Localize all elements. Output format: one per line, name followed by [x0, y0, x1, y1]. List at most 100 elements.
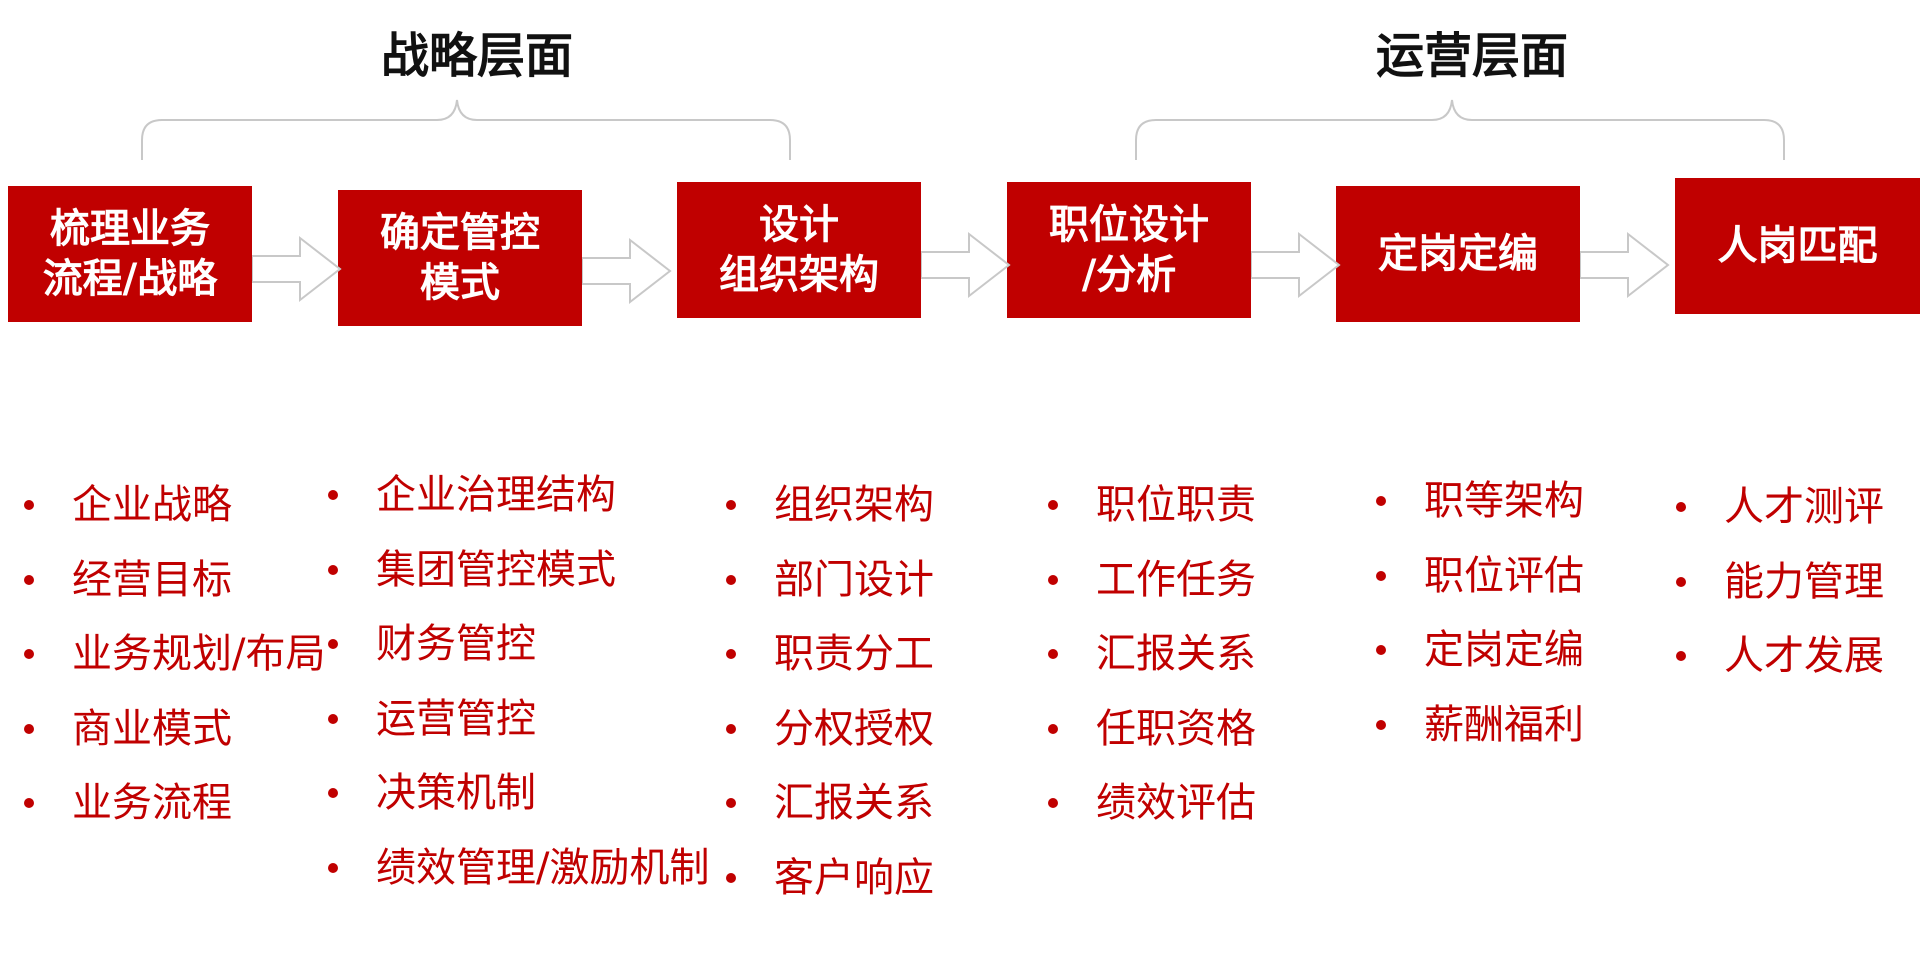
list-item-label: 人才测评: [1724, 484, 1884, 530]
list-item-label: 工作任务: [1096, 556, 1256, 603]
bullet-icon: [328, 564, 338, 575]
list-item-label: 职位职责: [1096, 482, 1256, 528]
list-item: 人才发展: [1676, 619, 1884, 694]
bullet-icon: [1376, 496, 1386, 507]
list-item: 业务规划/布局: [24, 617, 325, 692]
step-box-position-design: 职位设计 /分析: [1007, 182, 1251, 318]
business-process-items: 企业战略经营目标业务规划/布局商业模式业务流程: [24, 468, 325, 841]
list-item: 企业战略: [24, 468, 325, 543]
flow-arrow-icon: [1580, 231, 1670, 299]
list-item: 绩效管理/激励机制: [328, 831, 709, 906]
list-item-label: 汇报关系: [1096, 631, 1256, 677]
list-item: 能力管理: [1676, 545, 1884, 620]
list-item: 汇报关系: [726, 766, 934, 841]
step-box-control-model: 确定管控 模式: [338, 190, 582, 326]
org-structure-items: 组织架构部门设计职责分工分权授权汇报关系客户响应: [726, 468, 934, 915]
list-item: 企业治理结构: [328, 458, 709, 533]
list-item: 运营管控: [328, 682, 709, 757]
list-item: 职位评估: [1376, 539, 1584, 614]
bullet-icon: [726, 500, 736, 511]
bullet-icon: [1676, 651, 1686, 662]
bullet-icon: [24, 574, 34, 585]
list-item-label: 企业治理结构: [376, 472, 616, 518]
bullet-icon: [1048, 574, 1058, 585]
list-item-label: 职责分工: [774, 631, 934, 677]
bullet-icon: [1048, 649, 1058, 660]
position-design-items: 职位职责工作任务汇报关系任职资格绩效评估: [1048, 468, 1256, 841]
flow-arrow-icon: [1251, 231, 1341, 299]
list-item-label: 部门设计: [774, 556, 934, 603]
list-item: 业务流程: [24, 766, 325, 841]
list-item: 决策机制: [328, 756, 709, 831]
bullet-icon: [24, 649, 34, 660]
list-item-label: 绩效管理/激励机制: [376, 844, 710, 891]
list-item-label: 分权授权: [774, 705, 934, 752]
operations-brace: [1135, 99, 1785, 160]
flow-arrow-icon: [921, 231, 1011, 299]
bullet-icon: [328, 490, 338, 501]
operations-level-heading: 运营层面: [1375, 28, 1568, 84]
list-item: 人才测评: [1676, 470, 1884, 545]
bullet-icon: [726, 574, 736, 585]
list-item: 绩效评估: [1048, 766, 1256, 841]
list-item-label: 组织架构: [774, 482, 934, 528]
list-item: 职位职责: [1048, 468, 1256, 543]
list-item-label: 客户响应: [774, 854, 934, 901]
bullet-icon: [328, 713, 338, 724]
bullet-icon: [1676, 576, 1686, 587]
list-item-label: 企业战略: [72, 482, 232, 528]
list-item-label: 业务流程: [72, 780, 232, 826]
bullet-icon: [328, 639, 338, 650]
bullet-icon: [726, 872, 736, 883]
list-item-label: 能力管理: [1724, 558, 1884, 605]
list-item-label: 薪酬福利: [1424, 701, 1584, 748]
step-box-business-process: 梳理业务 流程/战略: [8, 186, 252, 322]
list-item-label: 人才发展: [1724, 633, 1884, 679]
list-item-label: 商业模式: [72, 705, 232, 752]
strategy-brace: [141, 99, 791, 160]
list-item-label: 汇报关系: [774, 780, 934, 826]
list-item-label: 任职资格: [1096, 705, 1256, 752]
list-item-label: 财务管控: [376, 621, 536, 667]
list-item: 经营目标: [24, 543, 325, 618]
flow-arrow-icon: [252, 235, 342, 303]
list-item: 汇报关系: [1048, 617, 1256, 692]
list-item: 任职资格: [1048, 692, 1256, 767]
list-item: 客户响应: [726, 841, 934, 916]
list-item: 分权授权: [726, 692, 934, 767]
bullet-icon: [726, 798, 736, 809]
staffing-items: 职等架构职位评估定岗定编薪酬福利: [1376, 464, 1584, 762]
list-item: 工作任务: [1048, 543, 1256, 618]
flow-arrow-icon: [582, 237, 672, 305]
list-item-label: 定岗定编: [1424, 627, 1584, 673]
bullet-icon: [24, 798, 34, 809]
list-item-label: 集团管控模式: [376, 546, 616, 593]
step-box-staffing: 定岗定编: [1336, 186, 1580, 322]
step-box-org-structure: 设计 组织架构: [677, 182, 921, 318]
bullet-icon: [328, 788, 338, 799]
list-item: 商业模式: [24, 692, 325, 767]
bullet-icon: [1376, 645, 1386, 656]
list-item: 部门设计: [726, 543, 934, 618]
list-item-label: 职等架构: [1424, 478, 1584, 524]
list-item: 组织架构: [726, 468, 934, 543]
list-item: 财务管控: [328, 607, 709, 682]
list-item-label: 业务规划/布局: [72, 631, 326, 677]
list-item-label: 绩效评估: [1096, 780, 1256, 826]
bullet-icon: [726, 723, 736, 734]
list-item: 职责分工: [726, 617, 934, 692]
control-model-items: 企业治理结构集团管控模式财务管控运营管控决策机制绩效管理/激励机制: [328, 458, 709, 905]
list-item: 定岗定编: [1376, 613, 1584, 688]
list-item: 集团管控模式: [328, 533, 709, 608]
list-item-label: 运营管控: [376, 695, 536, 742]
list-item-label: 决策机制: [376, 770, 536, 816]
bullet-icon: [328, 862, 338, 873]
strategy-level-heading: 战略层面: [380, 28, 573, 84]
bullet-icon: [726, 649, 736, 660]
talent-matching-items: 人才测评能力管理人才发展: [1676, 470, 1884, 694]
bullet-icon: [1048, 500, 1058, 511]
bullet-icon: [1676, 502, 1686, 513]
bullet-icon: [1376, 719, 1386, 730]
list-item-label: 经营目标: [72, 556, 232, 603]
step-box-talent-matching: 人岗匹配: [1675, 178, 1920, 314]
